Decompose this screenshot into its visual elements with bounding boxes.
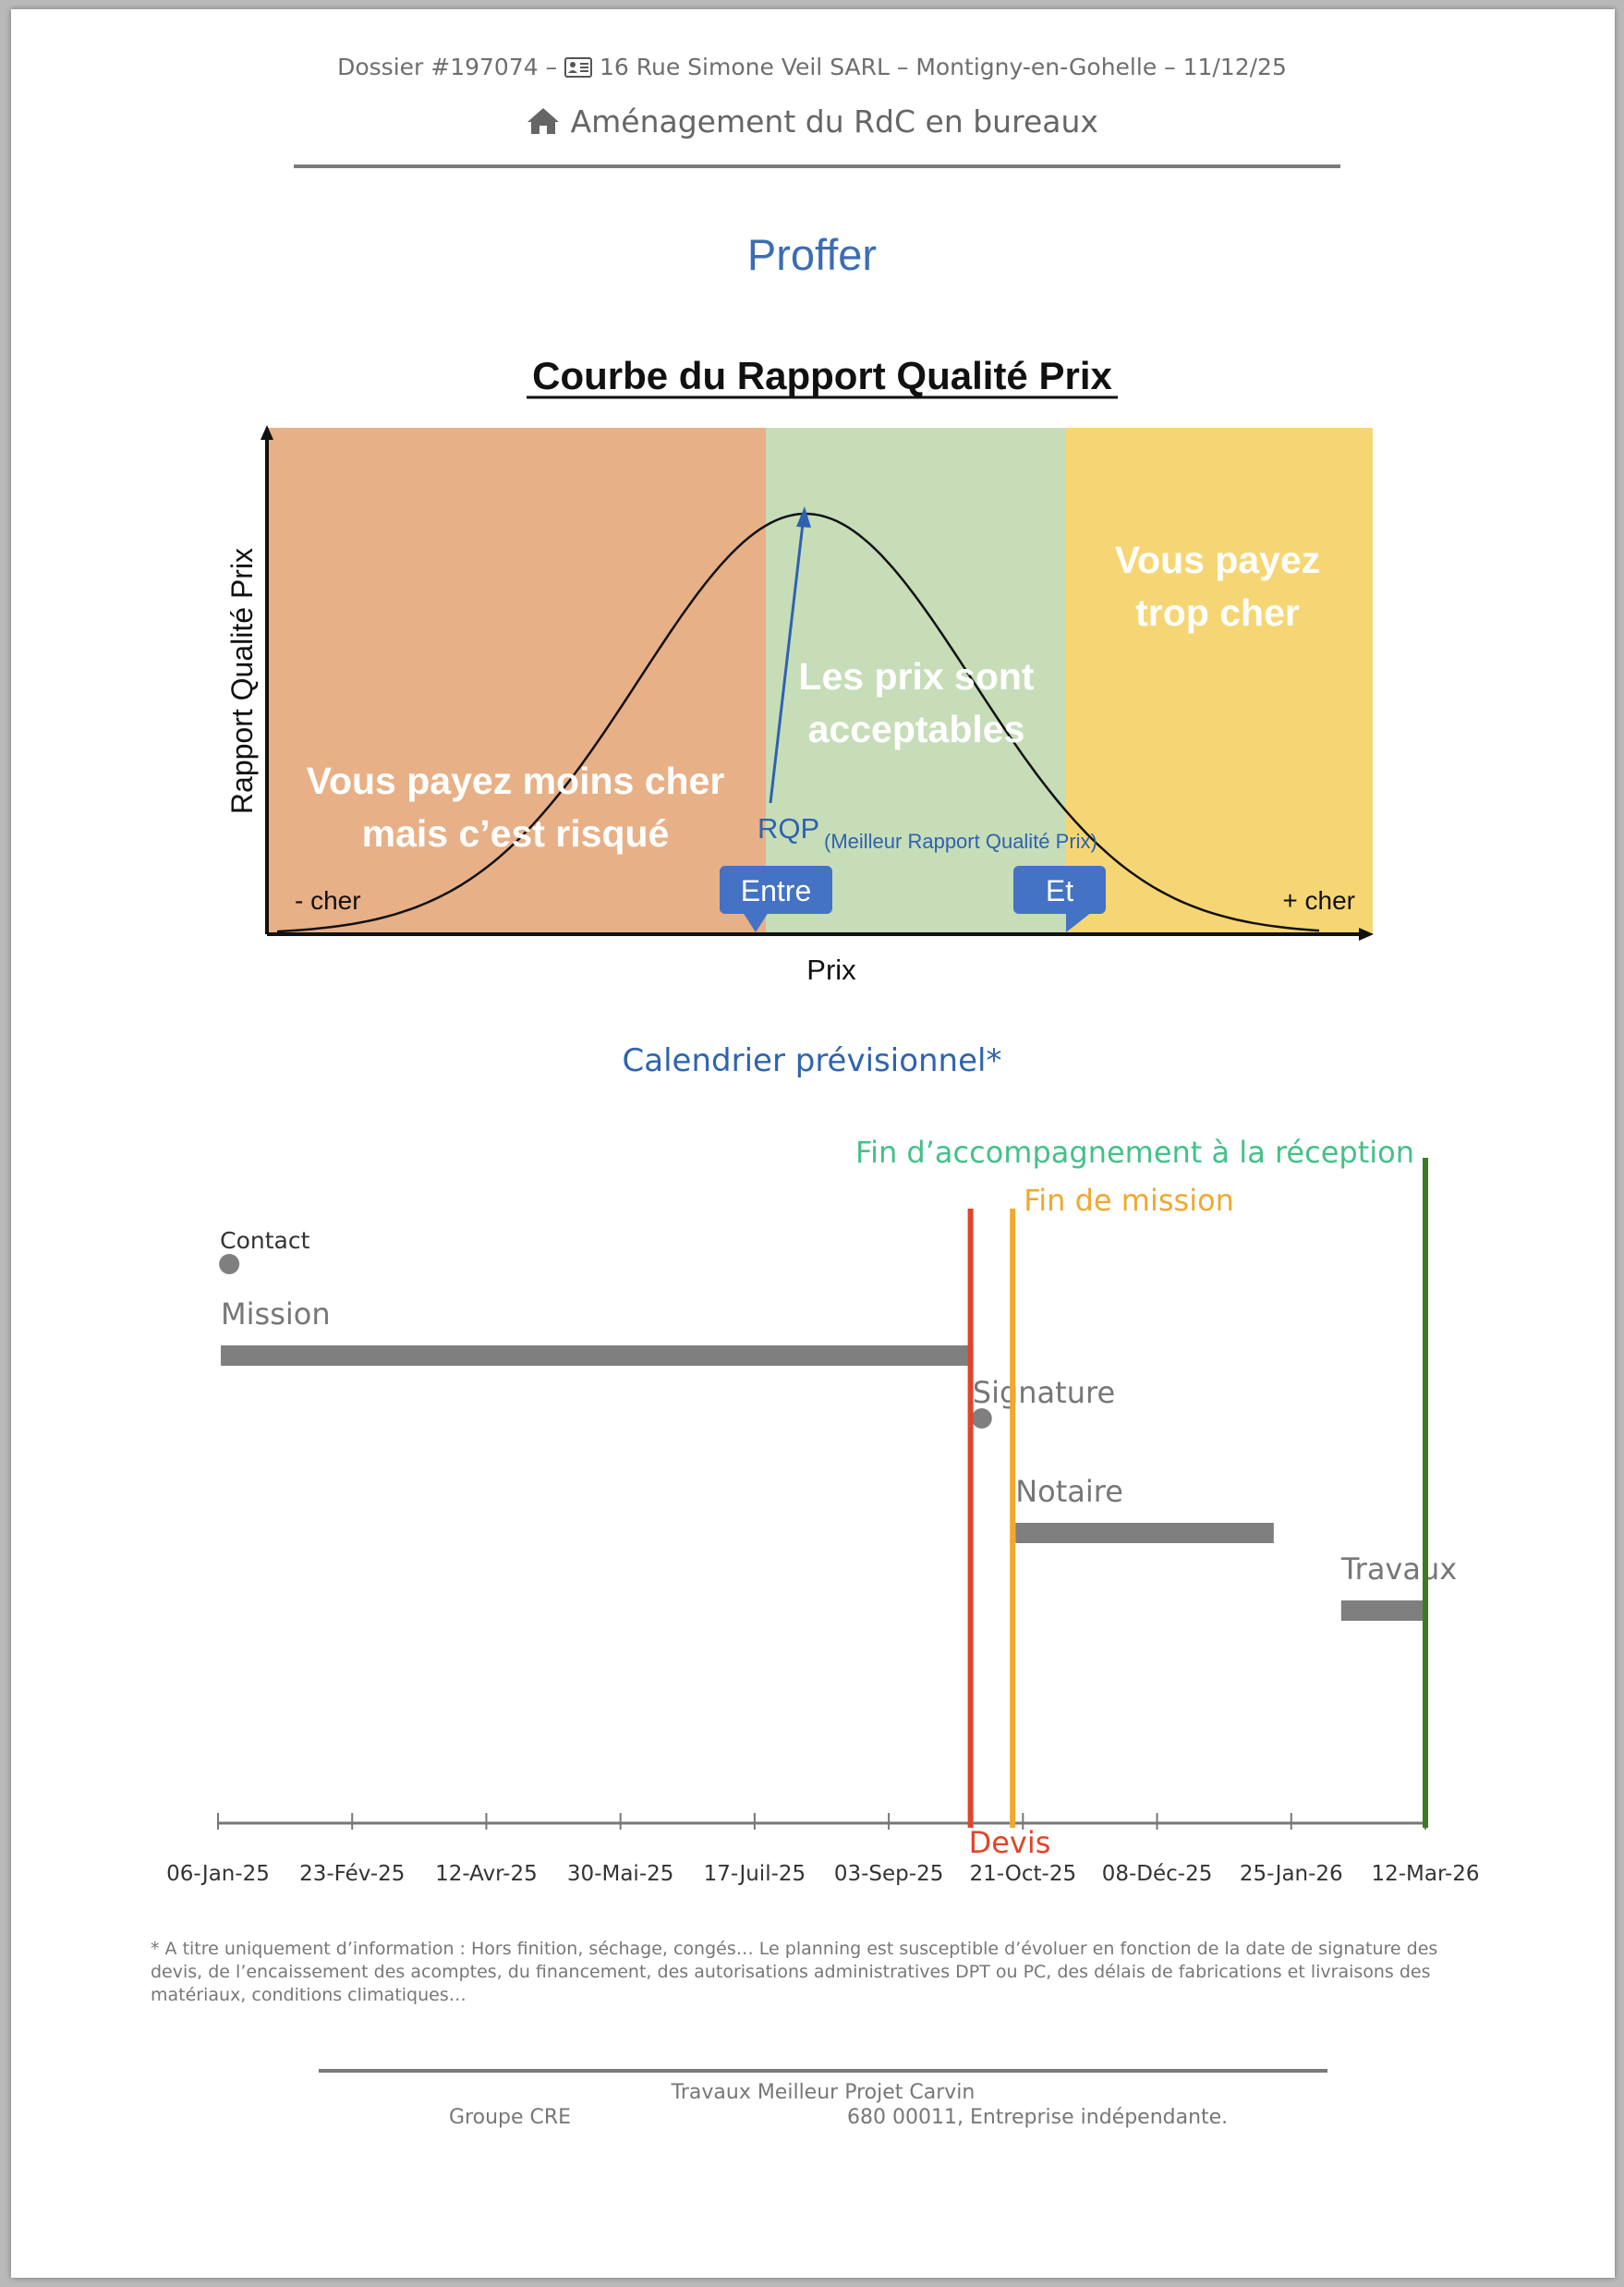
gantt-milestone <box>971 1408 992 1429</box>
callout-et-label: Et <box>1046 874 1073 907</box>
gantt-bar <box>1340 1600 1425 1621</box>
low-price-label: - cher <box>295 886 361 915</box>
rqp-chart: Courbe du Rapport Qualité Prix Rapport Q… <box>225 354 1374 986</box>
zone-left-line2: mais c’est risqué <box>362 812 670 855</box>
gantt-task-label: Travaux <box>1340 1551 1457 1587</box>
gantt-tick-label: 03-Sep-25 <box>834 1862 943 1886</box>
project-title: Aménagement du RdC en bureaux <box>570 103 1098 140</box>
gantt-marker-label: Fin de mission <box>1024 1183 1234 1218</box>
y-axis-arrow <box>261 425 273 440</box>
gantt-tick-label: 30-Mai-25 <box>567 1862 673 1886</box>
zone-acceptable <box>766 428 1066 934</box>
gantt-task-label: Contact <box>220 1227 309 1254</box>
gantt-tick-label: 08-Déc-25 <box>1102 1862 1213 1886</box>
gantt-tick-label: 17-Juil-25 <box>704 1862 806 1886</box>
gantt-tick-label: 06-Jan-25 <box>166 1862 270 1886</box>
callout-entre-label: Entre <box>741 874 811 907</box>
high-price-label: + cher <box>1282 886 1355 915</box>
zone-mid-line2: acceptables <box>808 708 1025 750</box>
footer-line1: Travaux Meilleur Projet Carvin <box>671 2081 976 2104</box>
gantt-chart: 06-Jan-25 23-Fév-25 12-Avr-25 30-Mai-25 17-J… <box>166 1135 1480 1886</box>
header-divider <box>294 164 1340 168</box>
zone-right-line1: Vous payez <box>1115 539 1321 581</box>
rqp-arrow <box>769 515 806 804</box>
gantt-tick-label: 12-Avr-25 <box>435 1862 538 1886</box>
gantt-tick-label: 12-Mar-26 <box>1371 1862 1479 1886</box>
rqp-chart-title: Courbe du Rapport Qualité Prix <box>532 354 1112 397</box>
gantt-bar <box>1015 1523 1274 1543</box>
rqp-label: RQP <box>757 812 819 845</box>
header-address: 16 Rue Simone Veil SARL – Montigny-en-Go… <box>600 54 1287 80</box>
zone-left-line1: Vous payez moins cher <box>307 760 725 802</box>
gantt-task-label: Notaire <box>1015 1474 1123 1509</box>
rqp-x-label: Prix <box>806 954 856 986</box>
gantt-markers: Devis Fin de mission Fin d’accompagnement … <box>855 1135 1428 1860</box>
rqp-y-label: Rapport Qualité Prix <box>225 548 259 814</box>
gantt-task-label: Signature <box>973 1375 1115 1410</box>
id-card-icon <box>564 57 593 78</box>
gantt-marker-label: Fin d’accompagnement à la réception <box>855 1135 1414 1170</box>
calendar-footnote: * A titre uniquement d’information : Hor… <box>151 1939 1438 2005</box>
callout-et: Et <box>1013 866 1106 932</box>
zone-too-expensive <box>1066 428 1373 934</box>
gantt-ticks: 06-Jan-25 23-Fév-25 12-Avr-25 30-Mai-25 17-J… <box>166 1813 1480 1886</box>
header-project: Aménagement du RdC en bureaux <box>0 103 1624 140</box>
zone-mid-line1: Les prix sont <box>798 655 1035 698</box>
callout-entre: Entre <box>720 866 832 932</box>
gantt-tick-label: 25-Jan-26 <box>1240 1862 1343 1886</box>
gantt-task-label: Mission <box>221 1296 331 1332</box>
dossier-number: Dossier #197074 – <box>337 54 558 80</box>
zone-right-line2: trop cher <box>1135 591 1300 634</box>
gantt-marker-label: Devis <box>969 1825 1051 1860</box>
bell-curve <box>276 512 1320 933</box>
rqp-arrowhead <box>796 506 811 528</box>
gantt-tick-label: 21-Oct-25 <box>970 1862 1077 1886</box>
home-icon <box>527 108 560 134</box>
gantt-bar <box>221 1345 971 1366</box>
document-title: Proffer <box>746 230 878 279</box>
x-axis-arrow <box>1359 928 1374 941</box>
footer-divider <box>319 2069 1327 2073</box>
gantt-tick-label: 23-Fév-25 <box>299 1862 405 1886</box>
footer-company: Groupe CRE <box>449 2106 572 2129</box>
calendar-title: Calendrier prévisionnel* <box>622 1042 1002 1079</box>
gantt-milestone <box>219 1254 240 1274</box>
footer-registration: 680 00011, Entreprise indépendante. <box>847 2106 1229 2129</box>
document-page <box>11 9 1615 2278</box>
header-dossier: Dossier #197074 – 16 Rue Simone Veil SAR… <box>0 54 1624 80</box>
rqp-description: (Meilleur Rapport Qualité Prix) <box>824 830 1097 853</box>
zone-low-price <box>267 428 766 934</box>
